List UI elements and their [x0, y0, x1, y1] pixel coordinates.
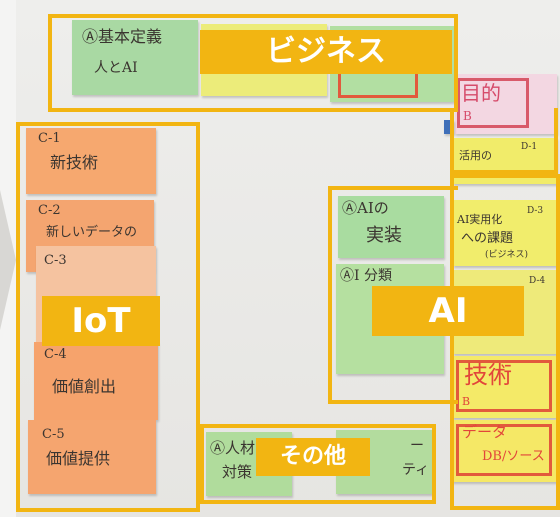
note-text: 新しいデータの — [46, 225, 138, 240]
sticky-note-ai-implementation: ⒶAIの 実装 — [338, 196, 444, 258]
ai-category-frame — [328, 186, 458, 404]
iot-category-frame — [16, 122, 200, 512]
note-text: B — [462, 395, 471, 408]
note-text: C-2 — [38, 203, 61, 218]
note-text: ー — [410, 438, 424, 454]
note-text: データ — [462, 423, 508, 441]
left-chevron-shape — [0, 190, 16, 330]
blue-pin — [444, 120, 454, 134]
note-text: Ⓐ人材 — [210, 439, 256, 457]
sticky-note-d3: AI実用化 D-3 への課題 (ビジネス) — [453, 200, 557, 266]
note-text: 価値提供 — [46, 449, 111, 468]
note-tag: D-4 — [529, 276, 546, 286]
sticky-note-c4: C-4 価値創出 — [34, 342, 158, 420]
sticky-note-purpose: 目的 B — [455, 74, 557, 134]
red-box-marker — [457, 78, 529, 128]
note-text: (ビジネス) — [485, 250, 529, 260]
note-text: 価値創出 — [52, 377, 117, 396]
note-text: 新技術 — [50, 153, 99, 172]
red-box-marker — [456, 360, 552, 412]
sticky-note-c1: C-1 新技術 — [26, 128, 156, 194]
note-text: C-4 — [44, 347, 67, 362]
note-text: ⒶI 分類 — [340, 268, 392, 284]
other-category-frame — [200, 424, 436, 504]
note-text: ⒶAIの — [342, 199, 389, 217]
business-category-label: ビジネス — [200, 30, 452, 74]
business-category-frame — [48, 14, 458, 112]
sticky-note-c5: C-5 価値提供 — [28, 420, 156, 494]
other-category-label: その他 — [256, 438, 370, 476]
note-text: C-1 — [38, 131, 61, 146]
note-text: B — [463, 109, 472, 123]
note-text: 目的 — [461, 81, 501, 105]
iot-category-label: IoT — [42, 296, 160, 346]
note-text: ティ — [402, 462, 430, 478]
sticky-note-basic-definition: Ⓐ基本定義 人とAI — [72, 20, 198, 95]
sticky-note-data: データ DB/ソース — [452, 420, 558, 482]
note-tag: D-1 — [521, 142, 538, 152]
note-text: への課題 — [461, 231, 514, 246]
note-text: 対策 — [222, 463, 253, 481]
business-extension-box — [450, 108, 558, 174]
note-text: 活用の — [459, 149, 492, 162]
note-text: C-5 — [42, 427, 65, 442]
note-tag: D-3 — [527, 206, 544, 216]
note-text: Ⓐ基本定義 — [82, 27, 163, 46]
sticky-note-technology: 技術 B — [452, 356, 558, 418]
note-text: 技術 — [464, 361, 512, 389]
note-text: 実装 — [366, 225, 402, 246]
note-text: DB/ソース — [482, 449, 545, 464]
note-text: 人とAI — [94, 60, 138, 76]
note-text: AI実用化 — [457, 213, 503, 226]
ai-category-label: AI — [372, 286, 524, 336]
red-box-marker — [456, 424, 552, 476]
note-text: C-3 — [44, 253, 67, 268]
ai-category-frame-right — [450, 174, 560, 510]
